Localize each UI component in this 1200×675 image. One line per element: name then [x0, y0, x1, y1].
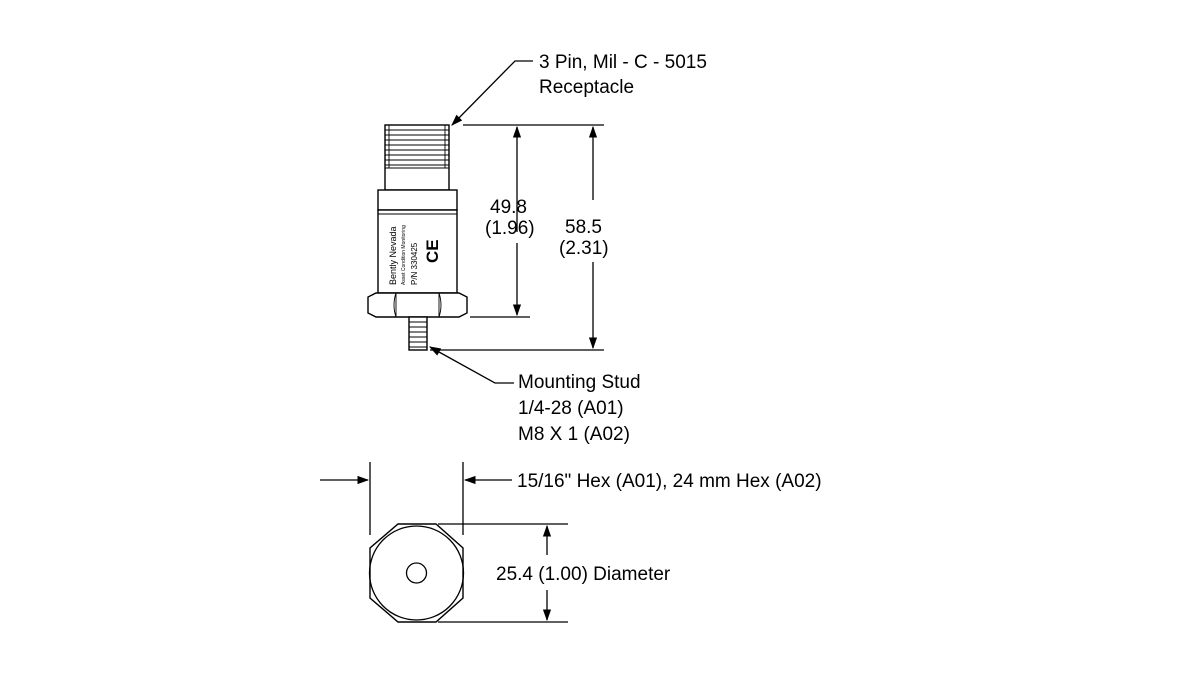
hex-callout: 15/16" Hex (A01), 24 mm Hex (A02)	[517, 471, 822, 492]
dimension-49-8	[463, 124, 530, 318]
body-collar	[377, 189, 458, 211]
thread-lines	[385, 125, 449, 169]
brand-text: Bently Nevada	[388, 226, 398, 285]
body-circle	[368, 525, 465, 621]
ce-mark: CE	[423, 239, 442, 263]
connector-callout-line1: 3 Pin, Mil - C - 5015	[539, 52, 707, 73]
body-length-mm: 49.8	[490, 197, 527, 218]
diameter-dimension	[438, 523, 568, 623]
connector-callout-line2: Receptacle	[539, 77, 634, 98]
sensor-body	[377, 209, 458, 294]
part-number-text: P/N 330425	[410, 242, 419, 285]
tagline-text: Asset Condition Monitoring	[401, 225, 407, 285]
overall-length-in: (2.31)	[559, 238, 609, 259]
body-length-in: (1.96)	[485, 218, 535, 239]
stud-callout-leader	[428, 346, 514, 384]
diameter-callout: 25.4 (1.00) Diameter	[496, 564, 671, 585]
stud-callout-line3: M8 X 1 (A02)	[518, 424, 630, 445]
hex-dimension	[320, 462, 512, 535]
connector-thread	[384, 124, 450, 191]
connector-callout-leader	[451, 60, 533, 126]
product-label: Bently Nevada Asset Condition Monitoring…	[388, 225, 442, 285]
stud-hole	[405, 562, 428, 584]
dimension-58-5	[430, 124, 604, 351]
stud-callout-line1: Mounting Stud	[518, 372, 641, 393]
stud-callout-line2: 1/4-28 (A01)	[518, 398, 624, 419]
overall-length-mm: 58.5	[565, 217, 602, 238]
sensor-side-view: Bently Nevada Asset Condition Monitoring…	[367, 124, 468, 351]
hex-nut	[367, 292, 468, 318]
sensor-bottom-view	[368, 523, 465, 623]
